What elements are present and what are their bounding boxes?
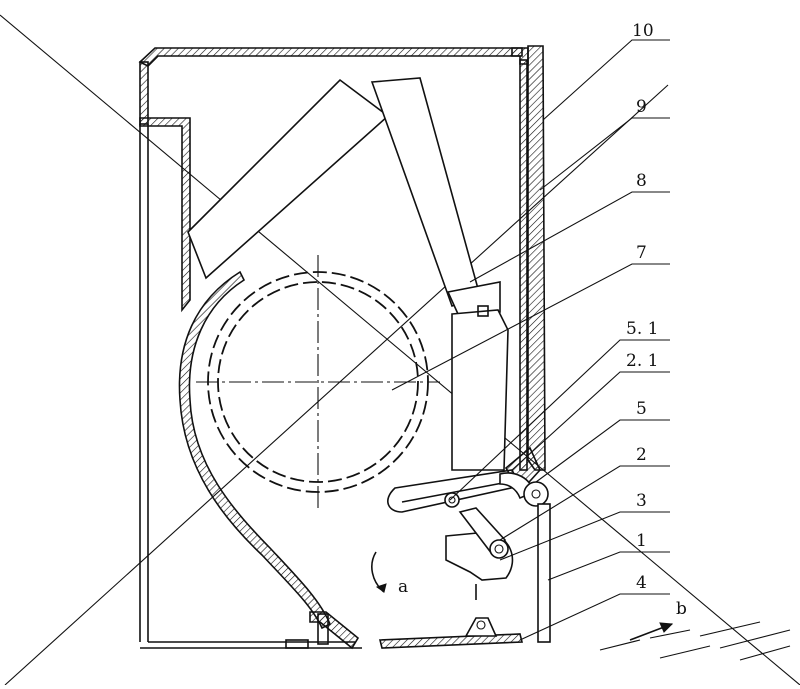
deflector-cam xyxy=(445,507,514,600)
vertical-louver xyxy=(537,503,551,643)
callout-5-1: 5. 1 xyxy=(626,319,658,339)
callout-1: 1 xyxy=(636,531,647,551)
callout-9: 9 xyxy=(636,97,647,117)
callout-4: 4 xyxy=(636,573,647,593)
cross-flow-fan xyxy=(196,255,440,508)
callout-leaders xyxy=(391,39,670,641)
callout-2-1: 2. 1 xyxy=(626,351,658,371)
rotation-arrow-a: a xyxy=(371,551,408,597)
linkage-arm xyxy=(387,469,522,513)
housing xyxy=(138,45,546,650)
filter-part xyxy=(451,309,509,471)
hinge-plate xyxy=(499,446,549,507)
callout-3: 3 xyxy=(636,491,647,511)
evaporator-left xyxy=(187,78,390,280)
rotation-label: a xyxy=(398,577,408,597)
evaporator-right xyxy=(370,77,481,308)
callout-7: 7 xyxy=(636,243,647,263)
bottom-guide-plate xyxy=(378,617,524,649)
callout-10: 10 xyxy=(632,21,654,41)
callout-labels: 10 9 8 7 5. 1 2. 1 5 2 3 1 4 xyxy=(626,21,658,593)
diagonal-cross-lines xyxy=(0,14,800,686)
callout-5: 5 xyxy=(636,399,647,419)
volute-scroll xyxy=(178,270,332,630)
airflow-arrow-b: b xyxy=(599,599,791,661)
callout-2: 2 xyxy=(636,445,647,465)
callout-8: 8 xyxy=(636,171,647,191)
airflow-label: b xyxy=(676,599,687,619)
